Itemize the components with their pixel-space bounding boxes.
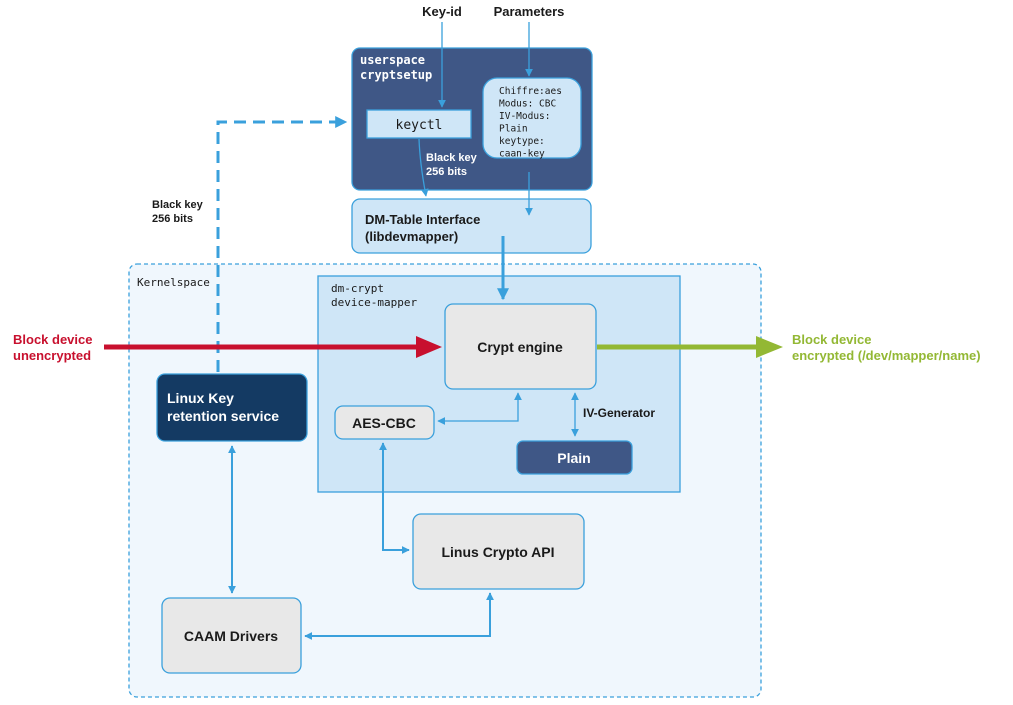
black-key-outer-label: Black key 256 bits: [152, 199, 206, 225]
params-box: [482, 77, 582, 159]
userspace-title-line2: cryptsetup: [360, 68, 432, 82]
arrow-black-key-dashed: [216, 116, 348, 372]
arrow-keyctl-to-dm-table: [418, 138, 429, 197]
key-id-label: Key-id: [422, 4, 462, 19]
arrow-aes-to-crypto-api: [379, 442, 410, 554]
params-line-2: Modus: CBC: [499, 99, 556, 110]
crypto-api-label: Linus Crypto API: [441, 544, 554, 560]
arrow-caam-to-crypto-api: [304, 592, 494, 640]
black-key-outer-line1: Black key: [152, 199, 204, 211]
black-key-inner-line1: Black key: [426, 152, 478, 164]
caam-label: CAAM Drivers: [184, 628, 278, 644]
dm-crypt-label: dm-crypt device-mapper: [331, 282, 417, 309]
linux-key-box: [156, 373, 308, 442]
arrow-crypt-engine-to-aes: [437, 392, 522, 425]
block-out-line1: Block device: [792, 332, 872, 347]
arrow-block-encrypted-head: [756, 336, 783, 358]
black-key-outer-line2: 256 bits: [152, 213, 193, 225]
parameters-label: Parameters: [494, 4, 565, 19]
params-line-5: keytype:: [499, 136, 545, 147]
linux-key-line1: Linux Key: [167, 390, 234, 406]
dm-crypt-label-line1: dm-crypt: [331, 282, 384, 295]
black-key-inner-label: Black key 256 bits: [426, 152, 480, 178]
block-out-line2: encrypted (/dev/mapper/name): [792, 348, 981, 363]
params-line-4: Plain: [499, 124, 528, 135]
keyctl-box: [366, 109, 472, 139]
userspace-title-line1: userspace: [360, 53, 425, 67]
userspace-title: userspace cryptsetup: [360, 53, 432, 82]
aes-cbc-label: AES-CBC: [352, 415, 416, 431]
plain-label: Plain: [557, 450, 590, 466]
arrow-block-unencrypted-head: [416, 336, 442, 358]
dm-table-label: DM-Table Interface (libdevmapper): [365, 212, 484, 244]
aes-cbc-box: [334, 405, 435, 440]
iv-generator-label: IV-Generator: [583, 406, 655, 420]
linux-key-line2: retention service: [167, 408, 279, 424]
params-line-6: caan-key: [499, 149, 545, 160]
params-line-3: IV-Modus:: [499, 111, 550, 122]
plain-box: [516, 440, 633, 475]
black-key-inner-line2: 256 bits: [426, 166, 467, 178]
keyctl-label: keyctl: [396, 118, 443, 133]
block-in-line2: unencrypted: [13, 348, 91, 363]
crypto-api-box: [412, 513, 585, 590]
crypt-engine-box: [444, 303, 597, 390]
linux-key-label: Linux Key retention service: [167, 390, 279, 424]
caam-box: [161, 597, 302, 674]
dm-crypt-label-line2: device-mapper: [331, 296, 417, 309]
params-line-1: Chiffre:aes: [499, 86, 562, 97]
params-text: Chiffre:aes Modus: CBC IV-Modus: Plain k…: [499, 86, 568, 160]
crypt-engine-label: Crypt engine: [477, 339, 563, 355]
block-in-line1: Block device: [13, 332, 93, 347]
dm-table-line1: DM-Table Interface: [365, 212, 480, 227]
block-in-label: Block device unencrypted: [13, 332, 96, 363]
kernelspace-label: Kernelspace: [137, 276, 210, 289]
dm-table-line2: (libdevmapper): [365, 229, 458, 244]
block-out-label: Block device encrypted (/dev/mapper/name…: [792, 332, 981, 363]
